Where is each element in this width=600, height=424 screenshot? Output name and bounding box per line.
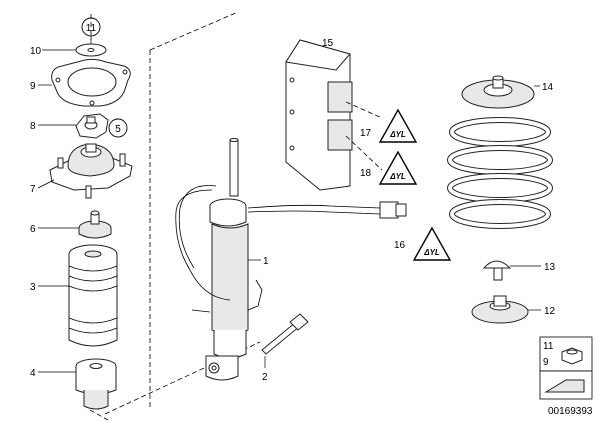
callout-8[interactable]: 8 [30,121,36,132]
part-10-washer [75,43,107,57]
part-8-nut-plate [75,113,109,139]
callout-3[interactable]: 3 [30,282,36,293]
legend-9: 9 [543,357,549,368]
coil-spring [447,117,553,229]
callout-18[interactable]: 18 [360,168,372,179]
callout-1[interactable]: 1 [263,256,269,267]
diagram-id: 00169393 [548,406,593,417]
legend-11: 11 [543,341,554,352]
part-12-lower-seat [471,295,529,324]
shim-icon [544,379,585,393]
callout-10[interactable]: 10 [30,46,42,57]
part-13-clip [482,260,512,281]
callout-13[interactable]: 13 [544,262,556,273]
callout-16[interactable]: 16 [394,240,406,251]
warning-triangle-18: ΔYL [378,150,418,185]
part-7-top-mount [49,143,133,199]
part-6-cap [78,210,112,239]
part-1-shock-absorber [175,138,407,381]
svg-text:ΔYL: ΔYL [389,130,406,139]
part-15-control-unit [285,39,353,191]
part-9-gasket [51,58,131,107]
callout-14[interactable]: 14 [542,82,554,93]
callout-6[interactable]: 6 [30,224,36,235]
warning-triangle-16: ΔYL [412,226,452,261]
svg-text:ΔYL: ΔYL [423,248,440,257]
part-14-spring-seat [461,75,535,109]
part-4-bump-stop [75,358,117,410]
callout-9[interactable]: 9 [30,81,36,92]
callout-15[interactable]: 15 [322,38,334,49]
part-3-bellows [68,244,118,347]
callout-2[interactable]: 2 [262,372,268,383]
callout-11-label: 11 [86,23,97,34]
callout-5-circled[interactable]: 5 [108,118,128,138]
warning-triangle-17: ΔYL [378,108,418,143]
callout-17[interactable]: 17 [360,128,372,139]
callout-4[interactable]: 4 [30,368,36,379]
callout-7[interactable]: 7 [30,184,36,195]
legend-box: 11 9 [539,336,593,400]
svg-text:ΔYL: ΔYL [389,172,406,181]
part-2-bolt [261,313,309,355]
callout-12[interactable]: 12 [544,306,556,317]
callout-5-label: 5 [115,124,121,135]
